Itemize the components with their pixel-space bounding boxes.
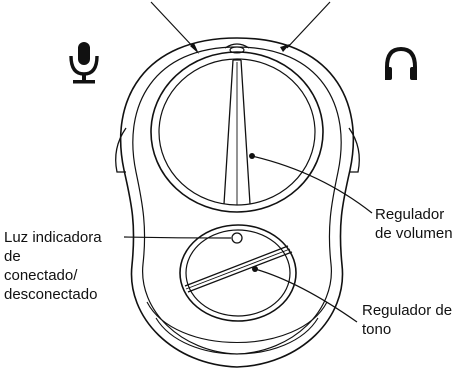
device-body: [115, 37, 360, 368]
volume-leader-dot: [249, 153, 255, 159]
right-side-grip: [348, 127, 360, 173]
device-base-band-lower: [155, 317, 319, 355]
volume-dial-ridge: [223, 59, 251, 205]
tone-leader: [254, 268, 358, 323]
status-light-label-line-4: desconectado: [4, 286, 98, 303]
tone-dial-label: Regulador de tono: [362, 301, 452, 339]
headphones-icon: [385, 46, 417, 80]
tone-dial-label-line-2: tono: [362, 321, 392, 338]
volume-leader: [251, 155, 373, 214]
status-light-label-line-2: de: [4, 248, 21, 265]
volume-dial-label-line-1: Regulador: [375, 206, 445, 223]
top-notch: [224, 43, 250, 49]
tone-leader-dot: [252, 266, 258, 272]
top-notch-hole: [229, 46, 245, 54]
volume-dial-outer: [150, 51, 324, 213]
tone-dial-label-line-1: Regulador de: [362, 302, 453, 319]
left-side-grip: [115, 127, 127, 173]
tone-dial-outer: [179, 224, 297, 322]
status-light-leader: [123, 236, 232, 239]
status-light-label-line-3: conectado/: [4, 267, 78, 284]
volume-dial-label: Regulador de volumen: [375, 205, 453, 243]
status-light-label-line-1: Luz indicadora: [4, 229, 102, 246]
device-base-band: [146, 301, 328, 344]
microphone-icon: [69, 42, 99, 84]
volume-dial-label-line-2: de volumen: [375, 225, 453, 242]
status-light-label: Luz indicadora de conectado/ desconectad…: [4, 228, 102, 304]
tone-dial-inner: [185, 229, 291, 317]
top-right-leader-line: [286, 1, 331, 49]
tone-dial-ridge-center: [185, 248, 291, 290]
status-light: [231, 232, 243, 244]
tone-dial-ridge: [184, 245, 293, 293]
device-outer-shell: [119, 37, 355, 368]
top-left-arrowhead: [190, 43, 199, 54]
top-left-leader-line: [150, 1, 197, 51]
